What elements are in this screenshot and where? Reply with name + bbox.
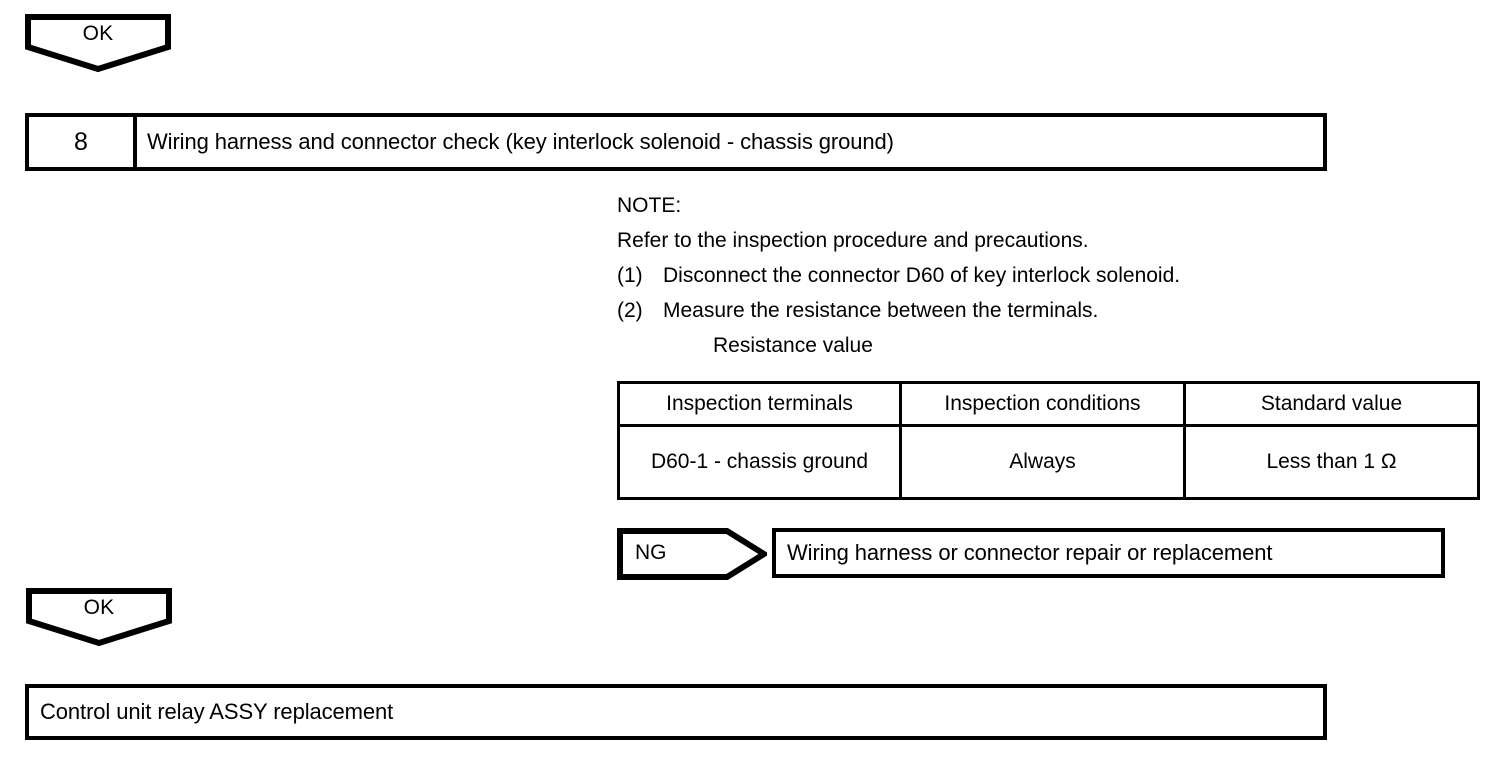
table-header-inspection-conditions: Inspection conditions [899,381,1186,427]
note-step-1-number: (1) [617,264,643,287]
step-number: 8 [29,117,137,167]
final-action-box: Control unit relay ASSY replacement [25,684,1327,740]
note-step-1-text: Disconnect the connector D60 of key inte… [663,264,1181,287]
table-header-standard-value: Standard value [1183,381,1480,427]
resistance-spec-table: Inspection terminals Inspection conditio… [617,381,1480,500]
table-header-inspection-terminals: Inspection terminals [617,381,902,427]
ng-action-box: Wiring harness or connector repair or re… [772,528,1445,578]
step-title: Wiring harness and connector check (key … [147,129,894,154]
note-heading: NOTE: [617,194,682,217]
table-header-row: Inspection terminals Inspection conditio… [617,381,1480,427]
note-step-2: (2) Measure the resistance between the t… [617,293,1180,328]
connector-ng-label: NG [635,541,667,564]
note-step-2-text: Measure the resistance between the termi… [663,299,1099,322]
note-sub-label: Resistance value [713,334,873,357]
final-action-text: Control unit relay ASSY replacement [40,699,394,724]
note-step-2-number: (2) [617,299,643,322]
connector-ng: NG [617,528,767,580]
connector-ok-top-label: OK [82,22,114,45]
table-row: D60-1 - chassis ground Always Less than … [617,424,1480,500]
note-intro: Refer to the inspection procedure and pr… [617,229,1089,252]
ng-action-text: Wiring harness or connector repair or re… [787,540,1273,565]
note-block: NOTE: Refer to the inspection procedure … [617,188,1180,363]
cell-standard-value: Less than 1 Ω [1183,424,1480,500]
connector-ok-bottom: OK [26,588,172,646]
note-step-1: (1) Disconnect the connector D60 of key … [617,258,1180,293]
step-header-bar: 8 Wiring harness and connector check (ke… [25,113,1327,171]
connector-ok-top: OK [25,14,171,72]
cell-inspection-terminals: D60-1 - chassis ground [617,424,902,500]
cell-inspection-conditions: Always [899,424,1186,500]
connector-ok-bottom-label: OK [83,596,115,619]
